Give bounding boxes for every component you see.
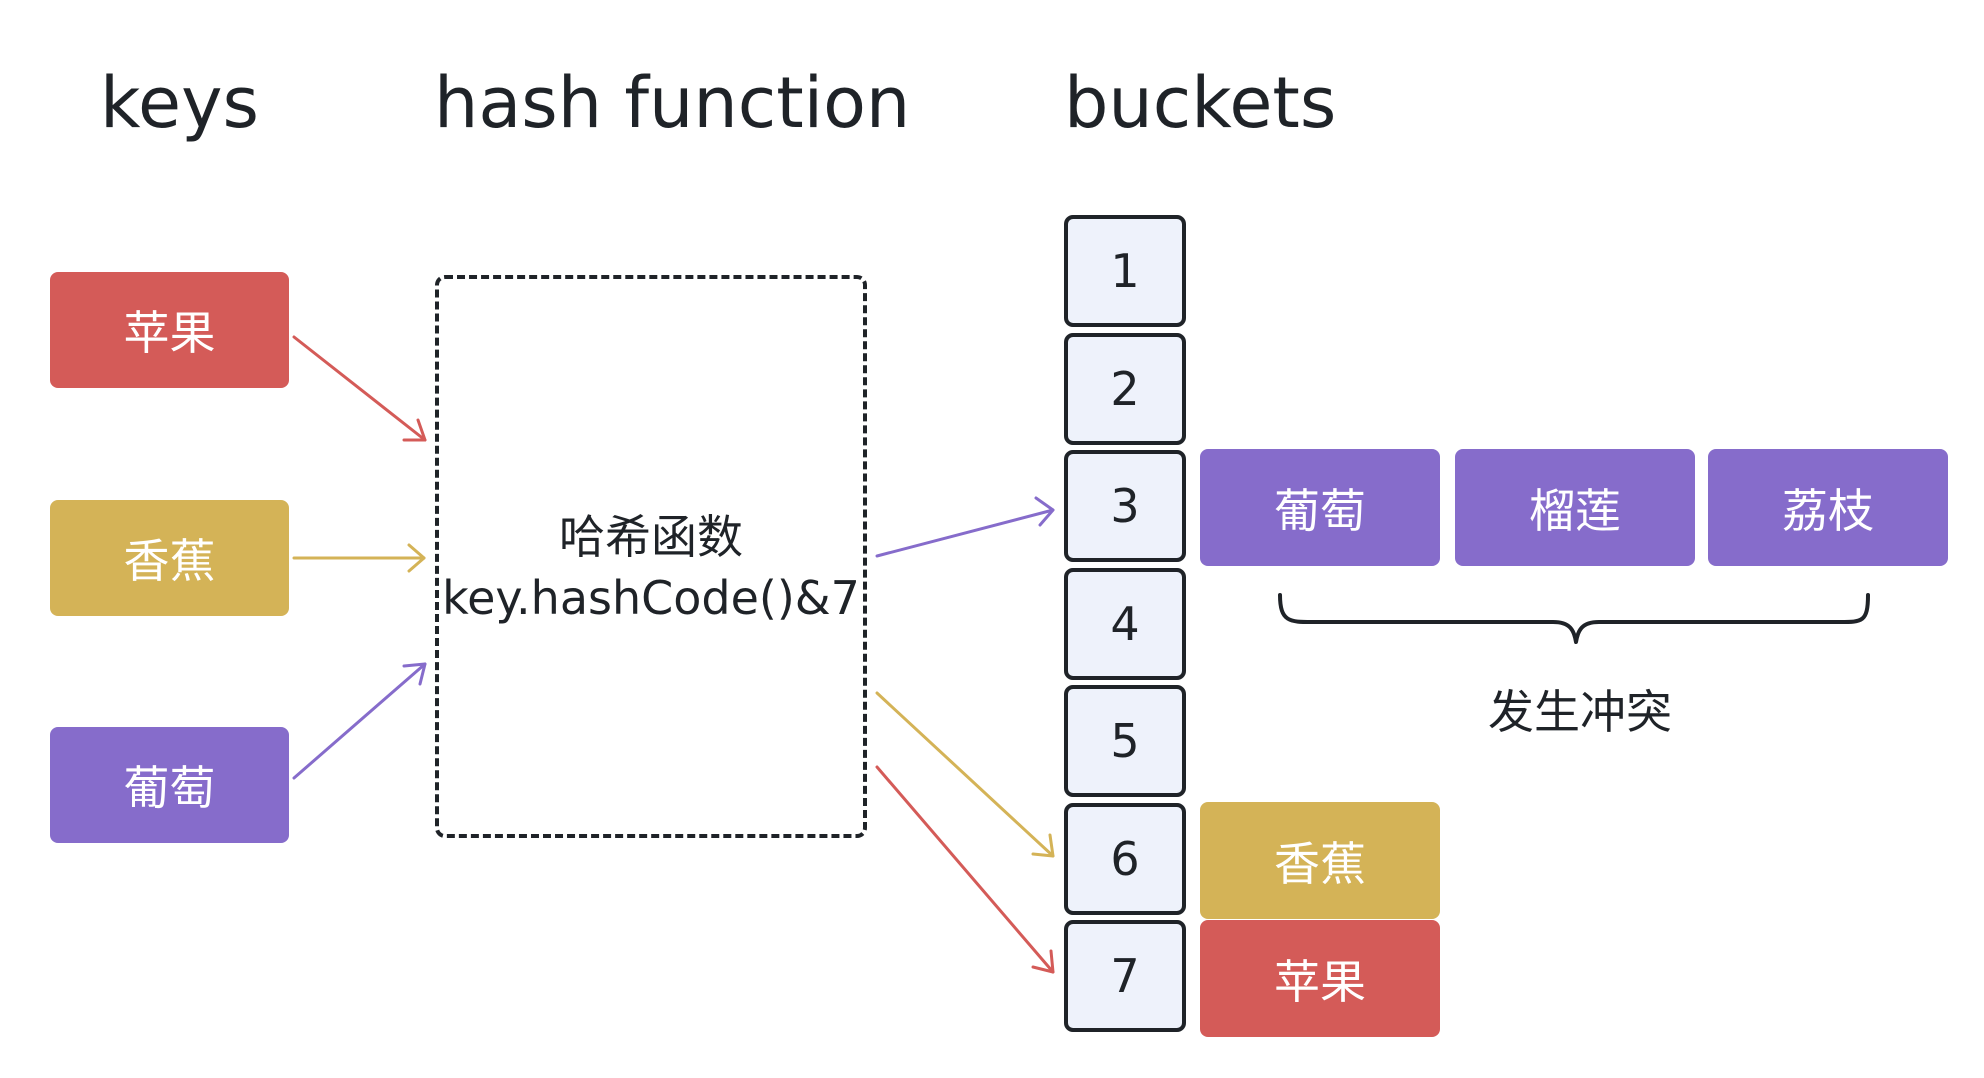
key-banana: 香蕉 (50, 500, 289, 616)
hash-function-heading: hash function (434, 62, 911, 144)
key-grape: 葡萄 (50, 727, 289, 843)
bucket-6-entry-banana: 香蕉 (1200, 802, 1440, 919)
bucket-3-entry-lychee: 荔枝 (1708, 449, 1948, 566)
arrow-function-to-bucket-7 (875, 765, 1055, 974)
hash-function-name: 哈希函数 (559, 510, 743, 564)
bucket-7-entry-apple: 苹果 (1200, 920, 1440, 1037)
bucket-3-entry-grape: 葡萄 (1200, 449, 1440, 566)
bucket-7: 7 (1064, 920, 1186, 1032)
hash-function-box: 哈希函数 key.hashCode()&7 (435, 275, 867, 838)
collision-brace (1278, 593, 1870, 644)
arrow-apple-to-function (292, 335, 427, 442)
hash-function-formula: key.hashCode()&7 (442, 571, 860, 625)
bucket-3: 3 (1064, 450, 1186, 562)
bucket-1: 1 (1064, 215, 1186, 327)
arrow-function-to-bucket-3 (875, 496, 1055, 558)
bucket-3-entry-durian: 榴莲 (1455, 449, 1695, 566)
keys-heading: keys (100, 62, 260, 144)
arrow-banana-to-function (292, 543, 426, 573)
bucket-4: 4 (1064, 568, 1186, 680)
buckets-heading: buckets (1064, 62, 1337, 144)
bucket-6: 6 (1064, 803, 1186, 915)
arrow-grape-to-function (292, 662, 427, 780)
collision-label: 发生冲突 (1488, 685, 1672, 739)
bucket-2: 2 (1064, 333, 1186, 445)
key-apple: 苹果 (50, 272, 289, 388)
bucket-5: 5 (1064, 685, 1186, 797)
arrow-function-to-bucket-6 (875, 691, 1055, 858)
